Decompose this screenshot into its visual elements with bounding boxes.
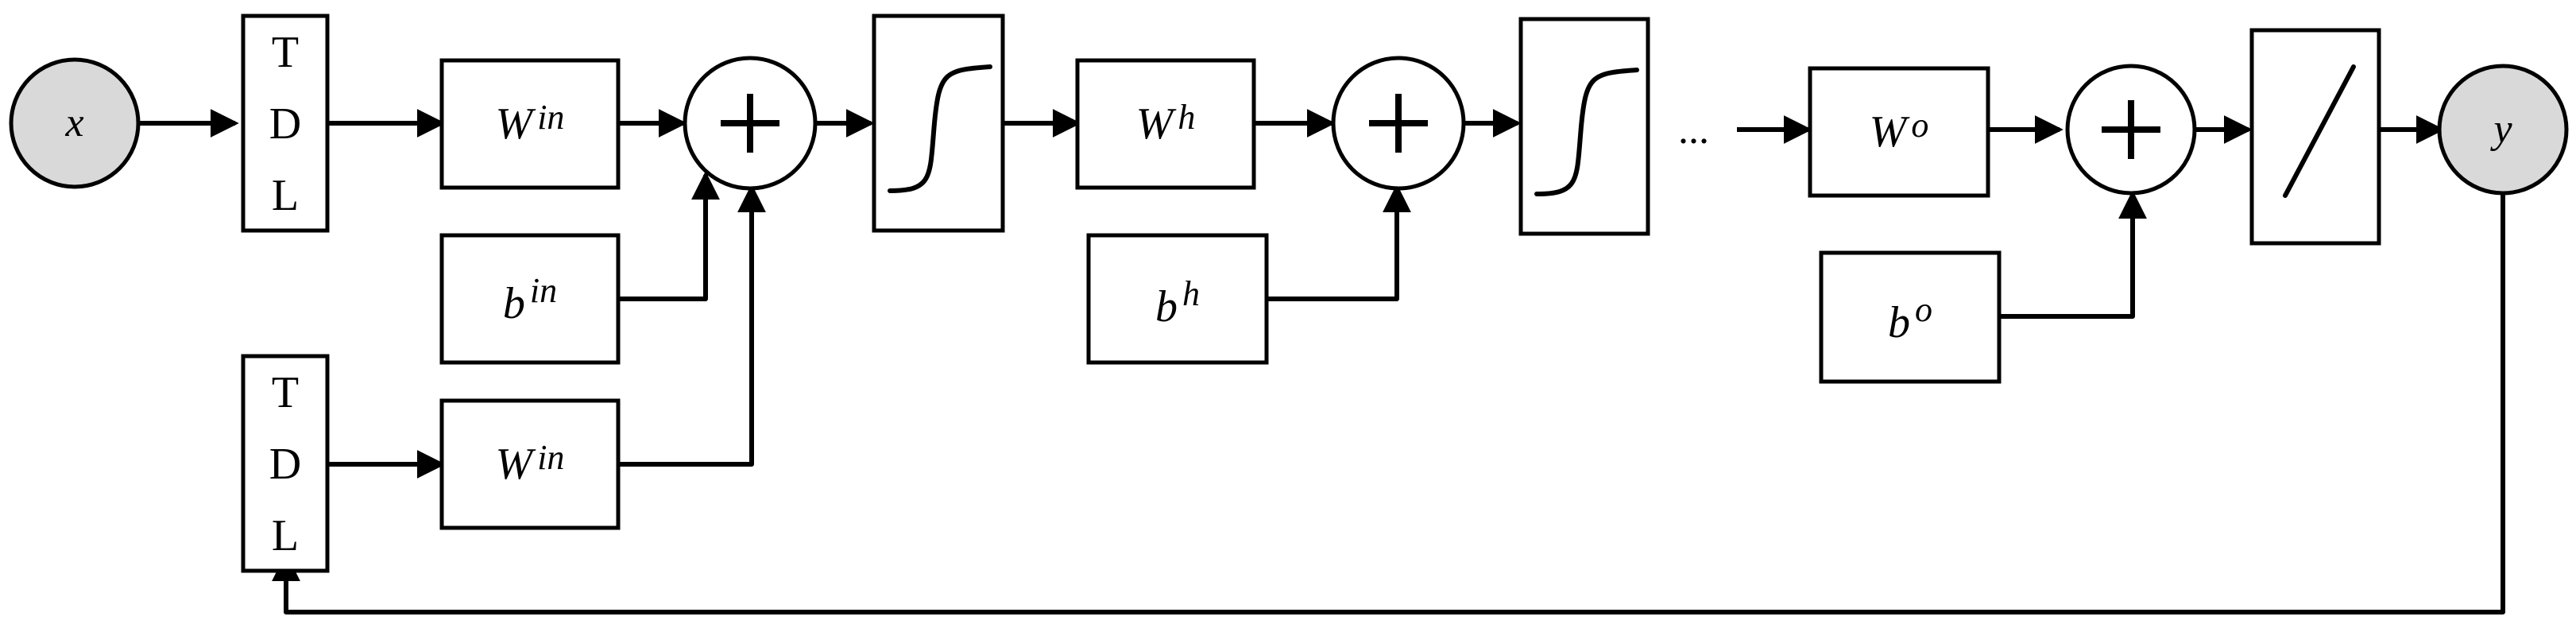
svg-text:bo: bo <box>1888 290 1932 347</box>
sum-junction-2 <box>1331 56 1466 191</box>
connections <box>140 109 2505 614</box>
svg-text:bh: bh <box>1155 274 1200 331</box>
transfer-function-hidden-2 <box>1518 17 1650 236</box>
layer-ellipsis: ... <box>1678 107 1709 153</box>
sigmoid-icon <box>888 64 992 193</box>
tdl-input-letter-d: D <box>269 99 301 149</box>
svg-text:Wo: Wo <box>1870 106 1929 157</box>
tdl-feedback-letter-t: T <box>272 368 299 417</box>
bias-hidden-sup: h <box>1182 274 1200 313</box>
output-node-label: y <box>2489 107 2512 152</box>
bias-output-sup: o <box>1915 290 1932 329</box>
transfer-function-output <box>2249 28 2381 246</box>
weight-hidden-base: W <box>1136 99 1177 149</box>
sum-junction-1 <box>683 56 818 191</box>
sigmoid-icon <box>1534 68 1639 196</box>
weight-input-sup: in <box>537 98 564 137</box>
svg-text:Win: Win <box>496 98 565 149</box>
plus-icon <box>1369 94 1428 153</box>
bias-input-sup: in <box>530 271 557 310</box>
weight-output-sup: o <box>1911 106 1928 145</box>
wire-bh-to-sum2 <box>1267 184 1411 301</box>
sum-junction-3 <box>2065 64 2197 196</box>
weight-feedback-sup: in <box>537 438 564 477</box>
tdl-input-letter-t: T <box>272 28 299 77</box>
tdl-feedback-letter-l: L <box>272 511 299 560</box>
input-node-label: x <box>64 100 83 145</box>
weight-input-base: W <box>496 99 536 149</box>
wire-bin-to-sum1 <box>618 171 720 301</box>
transfer-function-hidden-1 <box>872 14 1005 233</box>
bias-hidden-base: b <box>1155 282 1178 331</box>
linear-icon <box>2283 64 2356 198</box>
bias-output-base: b <box>1888 298 1910 347</box>
plus-icon <box>2102 100 2160 159</box>
wire-feedback-win-to-sum1 <box>618 184 766 467</box>
tapped-delay-line-feedback: T D L <box>241 354 330 573</box>
plus-icon <box>721 94 779 153</box>
tdl-feedback-letter-d: D <box>269 440 301 489</box>
weight-feedback-base: W <box>496 440 536 489</box>
weight-output-base: W <box>1870 107 1910 157</box>
svg-text:bin: bin <box>503 271 557 328</box>
wire-y-feedback-to-tdl <box>272 194 2505 614</box>
tdl-input-letter-l: L <box>272 171 299 220</box>
input-node: x <box>9 57 141 189</box>
svg-text:Wh: Wh <box>1136 98 1196 149</box>
bias-input-base: b <box>503 279 525 328</box>
output-node: y <box>2437 64 2569 196</box>
wire-bo-to-sum3 <box>1999 190 2147 319</box>
weight-hidden-sup: h <box>1178 98 1195 137</box>
svg-text:Win: Win <box>496 438 565 489</box>
tapped-delay-line-input: T D L <box>241 14 330 233</box>
